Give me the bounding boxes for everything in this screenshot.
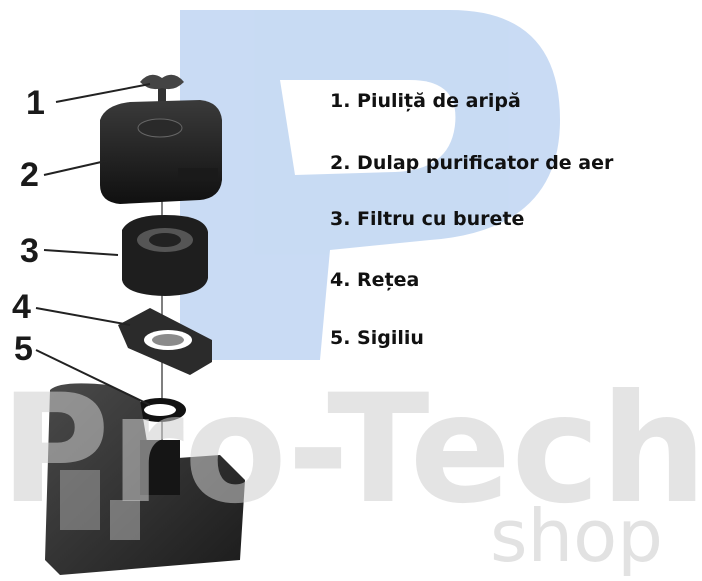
engine-base <box>45 383 245 575</box>
leader-line-2 <box>43 159 111 176</box>
callout-number-4: 4 <box>12 288 31 326</box>
watermark-sub-text: shop <box>490 494 663 578</box>
leader-line-5 <box>35 349 151 406</box>
legend-item-grid: 4. Rețea <box>330 269 420 291</box>
leader-line-3 <box>43 249 119 256</box>
air-cleaner-housing-part <box>100 100 222 204</box>
callout-number-2: 2 <box>20 156 39 194</box>
leader-line-4 <box>35 307 131 326</box>
watermark-brand-text: Pro-Tech <box>0 363 702 537</box>
legend-item-seal: 5. Sigiliu <box>330 327 424 349</box>
watermark-logo <box>180 10 560 360</box>
callout-number-1: 1 <box>26 84 45 122</box>
grid-plate-part <box>118 308 212 375</box>
callout-number-3: 3 <box>20 232 39 270</box>
seal-ring-part <box>134 398 186 422</box>
leader-lines <box>35 83 151 406</box>
legend-item-air-cleaner-housing: 2. Dulap purificator de aer <box>330 152 614 174</box>
legend-item-sponge-filter: 3. Filtru cu burete <box>330 208 525 230</box>
leader-line-1 <box>55 83 151 103</box>
legend-item-wing-nut: 1. Piuliță de aripă <box>330 90 521 112</box>
callout-number-5: 5 <box>14 330 33 368</box>
sponge-filter-part <box>122 215 208 296</box>
